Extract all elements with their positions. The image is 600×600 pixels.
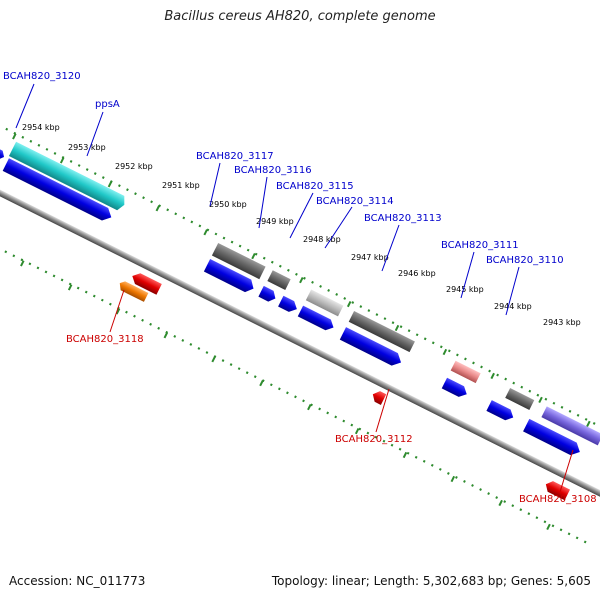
cds-blue-2: [203, 259, 254, 293]
gene-label[interactable]: BCAH820_3117: [196, 151, 274, 162]
cds-3110-gray: [505, 388, 535, 410]
scale-tick: [163, 332, 169, 339]
gene-label[interactable]: BCAH820_3112: [335, 434, 413, 445]
scale-tick: [307, 404, 312, 411]
leader-line: [505, 266, 520, 316]
gene-label[interactable]: BCAH820_3120: [3, 71, 81, 82]
gene-label[interactable]: ppsA: [95, 99, 120, 110]
gene-label[interactable]: BCAH820_3113: [364, 213, 442, 224]
scale-label: 2949 kbp: [256, 217, 294, 226]
cds-3111-pink: [450, 360, 481, 384]
scale-tick: [354, 427, 360, 435]
cds-blue-7: [441, 377, 467, 397]
leader-line: [15, 83, 35, 129]
scale-label: 2947 kbp: [351, 253, 389, 262]
cds-3117-gray: [211, 242, 266, 280]
leader-line: [460, 251, 475, 299]
cds-blue-9: [523, 418, 580, 456]
genome-track: [0, 123, 600, 547]
scale-tick: [12, 133, 17, 140]
cds-blue-6: [339, 327, 402, 366]
gene-label[interactable]: BCAH820_3115: [276, 181, 354, 192]
scale-tick: [59, 157, 65, 164]
scale-tick: [490, 372, 495, 380]
scale-tick: [402, 451, 408, 459]
scale-tick: [394, 324, 400, 332]
gene-label-leaders: [15, 83, 574, 493]
gene-label[interactable]: BCAH820_3114: [316, 196, 394, 207]
cds-3118-red: [132, 273, 162, 295]
scale-tick: [251, 253, 256, 260]
genome-summary-text: Topology: linear; Length: 5,302,683 bp; …: [271, 574, 591, 588]
cds-blue-8: [486, 400, 514, 421]
scale-tick: [107, 181, 113, 188]
leader-line: [559, 449, 574, 493]
leader-line: [289, 192, 314, 239]
leader-line: [258, 176, 268, 229]
scale-label: 2950 kbp: [209, 200, 247, 209]
cds-3108-red: [545, 481, 570, 501]
leader-line: [86, 111, 104, 157]
gene-label[interactable]: BCAH820_3110: [486, 255, 564, 266]
scale-tick: [259, 380, 264, 387]
scale-label: 2952 kbp: [115, 162, 153, 171]
cds-blue-1: [2, 158, 112, 221]
scale-tick: [498, 499, 503, 507]
scale-label: 2948 kbp: [303, 235, 341, 244]
scale-tick: [67, 284, 73, 291]
leader-line: [381, 224, 400, 272]
cds-3109-purple: [541, 406, 600, 446]
cds-ppsA-cyan: [8, 141, 125, 211]
cds-3116-gray: [267, 270, 291, 290]
gene-label[interactable]: BCAH820_3118: [66, 334, 144, 345]
scale-tick: [442, 348, 448, 356]
cds-3120-blue-edge: [0, 143, 5, 160]
gene-labels-top: BCAH820_3120 ppsA BCAH820_3117BCAH820_3116…: [3, 71, 564, 266]
scale-label: 2954 kbp: [22, 123, 60, 132]
cds-blue-5: [297, 305, 334, 331]
scale-label: 2953 kbp: [68, 143, 106, 152]
gene-label[interactable]: BCAH820_3116: [234, 165, 312, 176]
scale-tick: [155, 205, 161, 212]
page-title: Bacillus cereus AH820, complete genome: [164, 9, 436, 24]
scale-tick: [586, 420, 591, 427]
leader-line: [209, 162, 221, 207]
cds-3115-lightgray: [305, 289, 344, 317]
cds-3118-orange: [119, 281, 149, 302]
scale-tick: [211, 356, 216, 363]
cds-3112-red: [372, 391, 387, 405]
cds-blue-3: [258, 285, 276, 302]
gene-label[interactable]: BCAH820_3108: [519, 494, 597, 505]
scale-label: 2945 kbp: [446, 285, 484, 294]
scale-label: 2951 kbp: [162, 181, 200, 190]
scale-tick: [299, 276, 304, 284]
scale-tick: [203, 229, 208, 236]
scale-tick: [115, 308, 121, 315]
cds-blue-4: [278, 295, 297, 312]
scale-labels: 2954 kbp 2953 kbp 2952 kbp 2951 kbp 2950 kbp…: [22, 123, 581, 327]
scale-tick: [450, 475, 456, 483]
leader-line: [324, 206, 353, 249]
scale-label: 2944 kbp: [494, 302, 532, 311]
genome-backbone: [0, 157, 600, 513]
scale-ticks-top: [12, 133, 591, 427]
gene-label[interactable]: BCAH820_3111: [441, 240, 519, 251]
cds-3114-gray: [348, 311, 415, 353]
leader-line: [109, 289, 125, 333]
scale-tick: [346, 300, 352, 308]
scale-label: 2943 kbp: [543, 318, 581, 327]
scale-ruler-bottom: [0, 141, 593, 547]
scale-tick: [538, 396, 543, 404]
scale-ticks-bottom: [20, 260, 551, 531]
leader-line: [375, 388, 390, 433]
accession-text: Accession: NC_011773: [9, 574, 146, 588]
scale-ruler-top: [0, 123, 600, 449]
scale-tick: [546, 523, 551, 531]
scale-label: 2946 kbp: [398, 269, 436, 278]
scale-tick: [20, 260, 25, 267]
